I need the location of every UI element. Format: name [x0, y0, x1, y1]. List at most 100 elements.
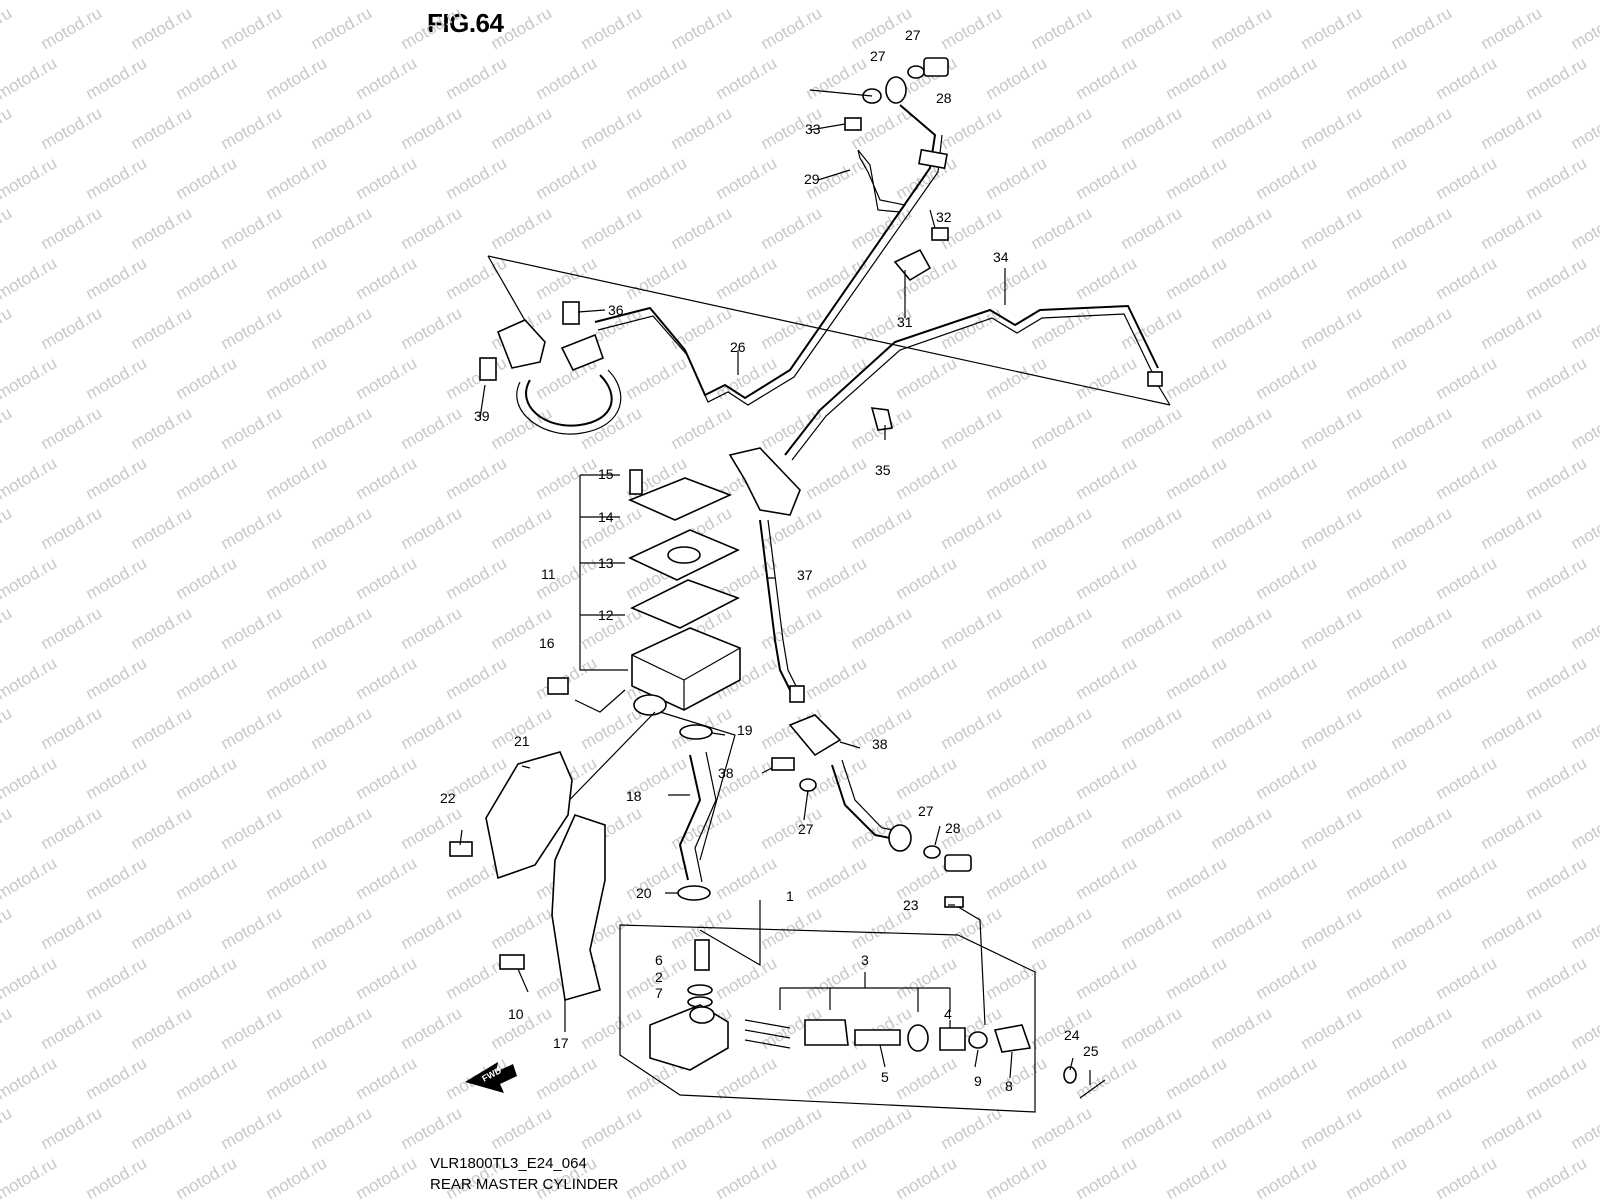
watermark-text: motod.ru	[1433, 153, 1501, 203]
watermark-text: motod.ru	[1388, 203, 1456, 253]
watermark-text: motod.ru	[1388, 903, 1456, 953]
watermark-text: motod.ru	[1163, 153, 1231, 203]
washer-27-mid	[799, 778, 817, 792]
watermark-text: motod.ru	[173, 553, 241, 603]
callout-12: 12	[598, 607, 614, 623]
watermark-text: motod.ru	[128, 3, 196, 53]
watermark-text: motod.ru	[0, 603, 15, 653]
watermark-text: motod.ru	[0, 853, 60, 903]
watermark-text: motod.ru	[578, 1103, 646, 1153]
watermark-text: motod.ru	[1343, 153, 1411, 203]
watermark-text: motod.ru	[83, 253, 151, 303]
watermark-text: motod.ru	[218, 303, 286, 353]
watermark-text: motod.ru	[1028, 1103, 1096, 1153]
watermark-text: motod.ru	[263, 353, 331, 403]
watermark-text: motod.ru	[128, 603, 196, 653]
screw-15	[629, 469, 643, 495]
watermark-text: motod.ru	[803, 1153, 871, 1200]
hose-clamp-29	[857, 149, 907, 213]
watermark-text: motod.ru	[128, 203, 196, 253]
callout-27-top-right: 27	[905, 27, 921, 43]
watermark-text: motod.ru	[0, 253, 60, 303]
watermark-text: motod.ru	[1343, 1153, 1411, 1200]
watermark-text: motod.ru	[668, 3, 736, 53]
watermark-text: motod.ru	[218, 103, 286, 153]
watermark-text: motod.ru	[1433, 1153, 1501, 1200]
watermark-text: motod.ru	[1568, 803, 1600, 853]
kit-outline-1	[619, 924, 1036, 1113]
watermark-text: motod.ru	[938, 603, 1006, 653]
watermark-text: motod.ru	[263, 53, 331, 103]
bracket-group	[449, 751, 606, 1002]
callout-35: 36	[608, 302, 624, 318]
watermark-text: motod.ru	[623, 253, 691, 303]
watermark-text: motod.ru	[758, 903, 826, 953]
watermark-text: motod.ru	[1298, 403, 1366, 453]
watermark-text: motod.ru	[488, 1103, 556, 1153]
watermark-text: motod.ru	[893, 1153, 961, 1200]
watermark-text: motod.ru	[308, 803, 376, 853]
callout-39: 39	[474, 408, 490, 424]
bracket-11-ticks	[580, 474, 625, 616]
joint-bracket	[728, 447, 801, 516]
callout-31: 31	[897, 314, 913, 330]
figure-caption: REAR MASTER CYLINDER	[430, 1176, 619, 1193]
watermark-text: motod.ru	[218, 403, 286, 453]
watermark-text: motod.ru	[1073, 1153, 1141, 1200]
watermark-text: motod.ru	[1118, 803, 1186, 853]
callout-4: 4	[944, 1006, 952, 1022]
watermark-text: motod.ru	[128, 1003, 196, 1053]
watermark-text: motod.ru	[1208, 3, 1276, 53]
watermark-text: motod.ru	[713, 1053, 781, 1103]
watermark-text: motod.ru	[1388, 3, 1456, 53]
watermark-text: motod.ru	[983, 553, 1051, 603]
watermark-text: motod.ru	[938, 3, 1006, 53]
callout-layer: 27 27 28 33 29 32 31 34 36 26 39 35 15 1…	[440, 27, 1099, 1094]
watermark-text: motod.ru	[668, 403, 736, 453]
watermark-text: motod.ru	[578, 703, 646, 753]
watermark-text: motod.ru	[803, 253, 871, 303]
watermark-text: motod.ru	[713, 353, 781, 403]
watermark-text: motod.ru	[983, 1153, 1051, 1200]
watermark-text: motod.ru	[353, 153, 421, 203]
callout-20: 20	[636, 885, 652, 901]
kit-leader	[699, 900, 761, 967]
watermark-text: motod.ru	[0, 153, 60, 203]
hose-end-36	[789, 685, 805, 703]
watermark-text: motod.ru	[353, 653, 421, 703]
watermark-text: motod.ru	[848, 503, 916, 553]
brake-hose-36-edge	[767, 519, 804, 701]
callout-27-lower: 27	[918, 803, 934, 819]
reservoir-body	[631, 627, 741, 711]
watermark-text: motod.ru	[1433, 53, 1501, 103]
watermark-text: motod.ru	[398, 403, 466, 453]
piston-kit-bracket-3	[779, 972, 951, 1012]
watermark-text: motod.ru	[38, 3, 106, 53]
watermark-text: motod.ru	[173, 453, 241, 503]
watermark-text: motod.ru	[1433, 353, 1501, 403]
watermark-text: motod.ru	[128, 503, 196, 553]
watermark-text: motod.ru	[1208, 303, 1276, 353]
watermark-text: motod.ru	[578, 403, 646, 453]
watermark-text: motod.ru	[173, 853, 241, 903]
union-bolt-28-lower	[944, 854, 972, 872]
watermark-text: motod.ru	[1118, 303, 1186, 353]
watermark-text: motod.ru	[83, 453, 151, 503]
watermark-text: motod.ru	[1478, 403, 1546, 453]
watermark-text: motod.ru	[938, 503, 1006, 553]
watermark-text: motod.ru	[173, 1053, 241, 1103]
watermark-text: motod.ru	[1478, 3, 1546, 53]
watermark-text: motod.ru	[1388, 703, 1456, 753]
watermark-text: motod.ru	[1523, 553, 1591, 603]
watermark-text: motod.ru	[848, 603, 916, 653]
watermark-text: motod.ru	[38, 203, 106, 253]
callout-27-mid: 27	[798, 821, 814, 837]
watermark-text: motod.ru	[83, 853, 151, 903]
watermark-text: motod.ru	[1343, 1053, 1411, 1103]
watermark-text: motod.ru	[1298, 503, 1366, 553]
watermark-text: motod.ru	[443, 53, 511, 103]
watermark-text: motod.ru	[1073, 53, 1141, 103]
watermark-text: motod.ru	[713, 953, 781, 1003]
watermark-text: motod.ru	[308, 103, 376, 153]
watermark-text: motod.ru	[758, 3, 826, 53]
